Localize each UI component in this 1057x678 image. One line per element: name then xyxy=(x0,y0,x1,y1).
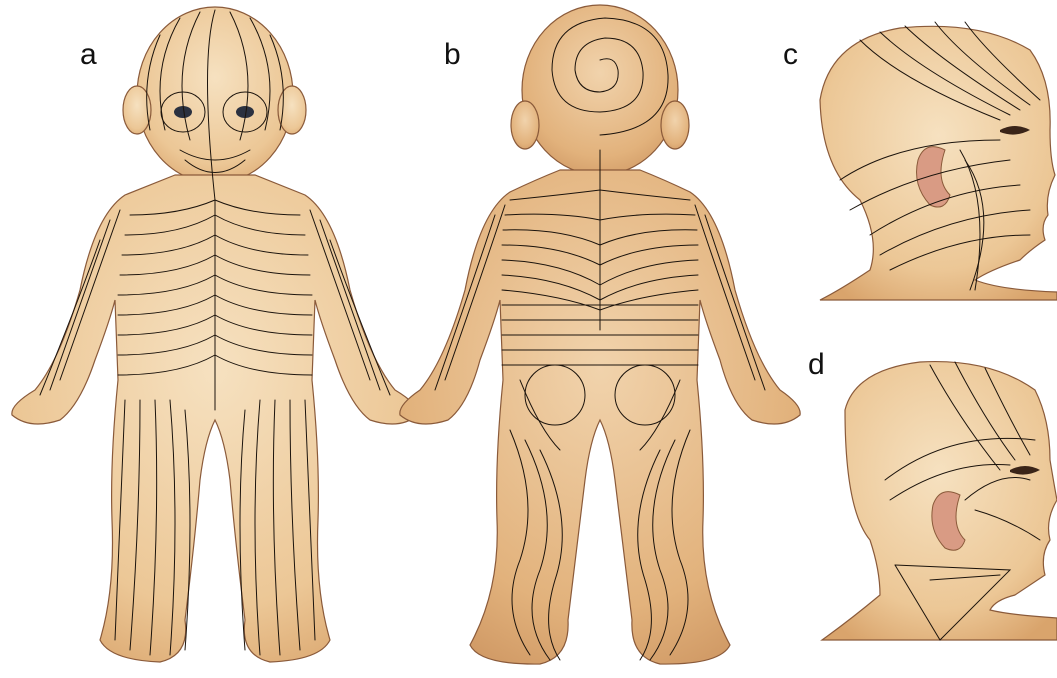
panel-label-a: a xyxy=(80,40,97,70)
back-left-ear xyxy=(511,101,539,149)
panel-label-c: c xyxy=(783,40,798,70)
front-right-ear xyxy=(278,86,306,134)
panel-b-back-body xyxy=(400,5,800,664)
panel-a-front-body xyxy=(12,7,418,662)
panel-d-head-profile xyxy=(822,362,1057,640)
panel-label-d: d xyxy=(808,350,825,380)
panel-c-head-profile xyxy=(820,22,1057,300)
back-right-ear xyxy=(661,101,689,149)
panel-label-b: b xyxy=(444,40,461,70)
